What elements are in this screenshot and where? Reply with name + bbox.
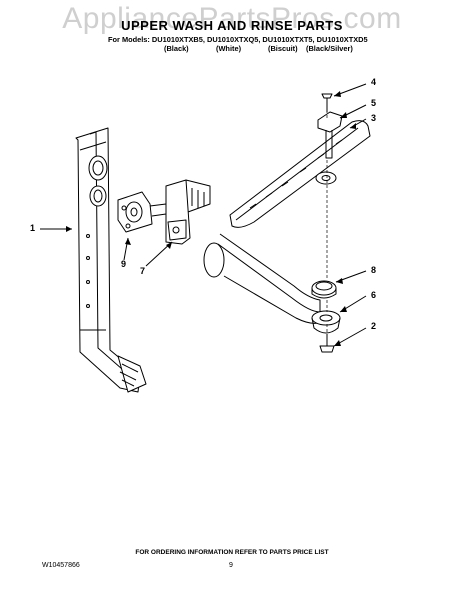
- seal-ring-part-8: [311, 280, 337, 299]
- document-number: W10457866: [42, 562, 80, 569]
- callout-5: 5: [371, 98, 377, 108]
- callout-8: 8: [371, 265, 377, 275]
- callout-1: 1: [30, 223, 36, 233]
- callout-2: 2: [371, 321, 377, 331]
- color-black-silver: (Black/Silver): [306, 44, 353, 53]
- page-number: 9: [229, 562, 233, 569]
- mount-part-6: [311, 310, 341, 334]
- supply-tube-part-1: [75, 127, 147, 393]
- bracket-part-7: [165, 179, 211, 245]
- callout-3: 3: [371, 113, 377, 123]
- callout-4: 4: [371, 77, 377, 87]
- hanger-part-5: [317, 111, 343, 159]
- color-biscuit: (Biscuit): [268, 44, 298, 53]
- mount-part-9: [117, 191, 167, 233]
- color-white: (White): [216, 44, 242, 53]
- spray-arm-part-3: [229, 120, 371, 228]
- watermark-text: AppliancePartsPros.com: [62, 2, 402, 35]
- models-line: For Models: DU1010XTXB5, DU1010XTXQ5, DU…: [108, 35, 368, 44]
- callout-9: 9: [121, 259, 127, 269]
- ordering-note: FOR ORDERING INFORMATION REFER TO PARTS …: [135, 549, 329, 556]
- manifold-tube: [203, 233, 323, 324]
- color-black: (Black): [164, 44, 189, 53]
- callout-6: 6: [371, 290, 377, 300]
- page-title: UPPER WASH AND RINSE PARTS: [121, 18, 343, 33]
- callout-7: 7: [140, 266, 146, 276]
